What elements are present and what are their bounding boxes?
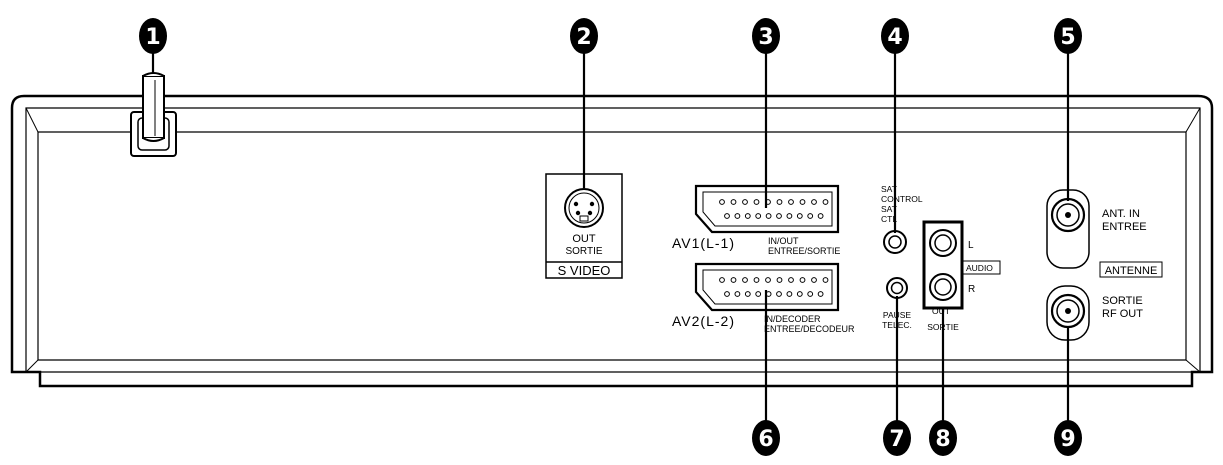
power-cord bbox=[130, 72, 177, 157]
audio-left-label: L bbox=[968, 240, 974, 251]
scart-pin bbox=[822, 199, 829, 205]
scart-av1: AV1(L-1) IN/OUT ENTREE/SORTIE bbox=[672, 184, 840, 256]
av2-mode-line1: IN/DECODER bbox=[764, 314, 821, 324]
callout-2-number: 2 bbox=[576, 25, 591, 50]
scart-pin bbox=[744, 291, 751, 297]
audio-out-block: OUT L R AUDIO SORTIE bbox=[922, 220, 1001, 332]
sat-control-line2: CONTROL bbox=[881, 194, 923, 204]
callout-1: 1 bbox=[139, 18, 167, 54]
callout-6-number: 6 bbox=[758, 427, 773, 452]
scart-pin bbox=[776, 291, 782, 297]
av1-pins bbox=[719, 199, 829, 219]
scart-pin bbox=[822, 277, 829, 283]
callout-4-number: 4 bbox=[887, 25, 902, 50]
callout-8: 8 bbox=[929, 420, 957, 456]
scart-pin bbox=[724, 291, 730, 297]
scart-pin bbox=[730, 277, 737, 283]
scart-pin bbox=[796, 213, 803, 219]
scart-pin bbox=[776, 277, 783, 283]
callout-1-number: 1 bbox=[145, 25, 160, 50]
av2-pins bbox=[719, 277, 829, 297]
callout-7: 7 bbox=[883, 420, 911, 456]
scart-pin bbox=[811, 277, 817, 283]
sat-control-jack: SAT CONTROL SAT CTL bbox=[881, 184, 923, 254]
scart-pin bbox=[788, 199, 794, 205]
av2-name: AV2(L-2) bbox=[672, 313, 735, 329]
scart-pin bbox=[811, 199, 817, 205]
scart-pin bbox=[807, 291, 814, 297]
callout-3: 3 bbox=[752, 18, 780, 54]
audio-title: AUDIO bbox=[966, 263, 993, 273]
scart-pin bbox=[807, 213, 814, 219]
sat-control-line4: CTL bbox=[881, 214, 897, 224]
callout-3-number: 3 bbox=[758, 25, 773, 50]
scart-pin bbox=[744, 213, 751, 219]
scart-pin bbox=[730, 199, 737, 205]
ant-in-line2: ENTREE bbox=[1102, 221, 1147, 233]
scart-pin bbox=[753, 277, 760, 283]
callout-5: 5 bbox=[1054, 18, 1082, 54]
callout-6: 6 bbox=[752, 420, 780, 456]
callout-2: 2 bbox=[570, 18, 598, 54]
scart-pin bbox=[817, 213, 824, 219]
scart-pin bbox=[734, 213, 741, 219]
scart-pin bbox=[719, 199, 725, 205]
scart-pin bbox=[765, 213, 772, 219]
scart-pin bbox=[776, 199, 783, 205]
scart-pin bbox=[753, 199, 760, 205]
callout-9: 9 bbox=[1054, 420, 1082, 456]
scart-pin bbox=[719, 277, 725, 283]
svideo-out-label: OUT bbox=[572, 233, 596, 245]
sat-control-line1: SAT bbox=[881, 184, 897, 194]
scart-pin bbox=[786, 291, 793, 297]
callout-4: 4 bbox=[881, 18, 909, 54]
scart-pin bbox=[799, 199, 806, 205]
rf-out-line2: RF OUT bbox=[1102, 308, 1143, 320]
scart-pin bbox=[742, 277, 748, 283]
callout-5-number: 5 bbox=[1060, 25, 1075, 50]
scart-pin bbox=[724, 213, 730, 219]
scart-pin bbox=[742, 199, 748, 205]
av2-mode-line2: ENTREE/DECODEUR bbox=[764, 324, 855, 334]
antenna-title: ANTENNE bbox=[1105, 265, 1158, 277]
svideo-title: S VIDEO bbox=[558, 263, 611, 278]
av1-mode-line1: IN/OUT bbox=[768, 236, 799, 246]
leader-lines bbox=[151, 52, 1070, 422]
scart-pin bbox=[817, 291, 824, 297]
antenna-block: ANT. IN ENTREE ANTENNE SORTIE RF OUT bbox=[1046, 189, 1163, 341]
scart-pin bbox=[776, 213, 782, 219]
callout-8-number: 8 bbox=[935, 427, 950, 452]
rf-out-line1: SORTIE bbox=[1102, 295, 1143, 307]
svideo-sortie-label: SORTIE bbox=[565, 246, 602, 257]
scart-pin bbox=[799, 277, 806, 283]
av1-mode-line2: ENTREE/SORTIE bbox=[768, 246, 840, 256]
sat-control-line3: SAT bbox=[881, 204, 897, 214]
audio-right-label: R bbox=[968, 284, 975, 295]
audio-out-label: OUT bbox=[932, 306, 950, 316]
callout-7-number: 7 bbox=[889, 427, 904, 452]
scart-pin bbox=[786, 213, 793, 219]
av1-name: AV1(L-1) bbox=[672, 235, 735, 251]
scart-pin bbox=[755, 291, 762, 297]
svideo-block: OUT SORTIE S VIDEO bbox=[545, 173, 623, 279]
scart-pin bbox=[755, 213, 762, 219]
scart-pin bbox=[788, 277, 794, 283]
scart-pin bbox=[765, 277, 771, 283]
scart-pin bbox=[796, 291, 803, 297]
scart-pin bbox=[734, 291, 741, 297]
callout-9-number: 9 bbox=[1060, 427, 1075, 452]
scart-av2: AV2(L-2) IN/DECODER ENTREE/DECODEUR bbox=[672, 262, 855, 334]
ant-in-line1: ANT. IN bbox=[1102, 208, 1140, 220]
